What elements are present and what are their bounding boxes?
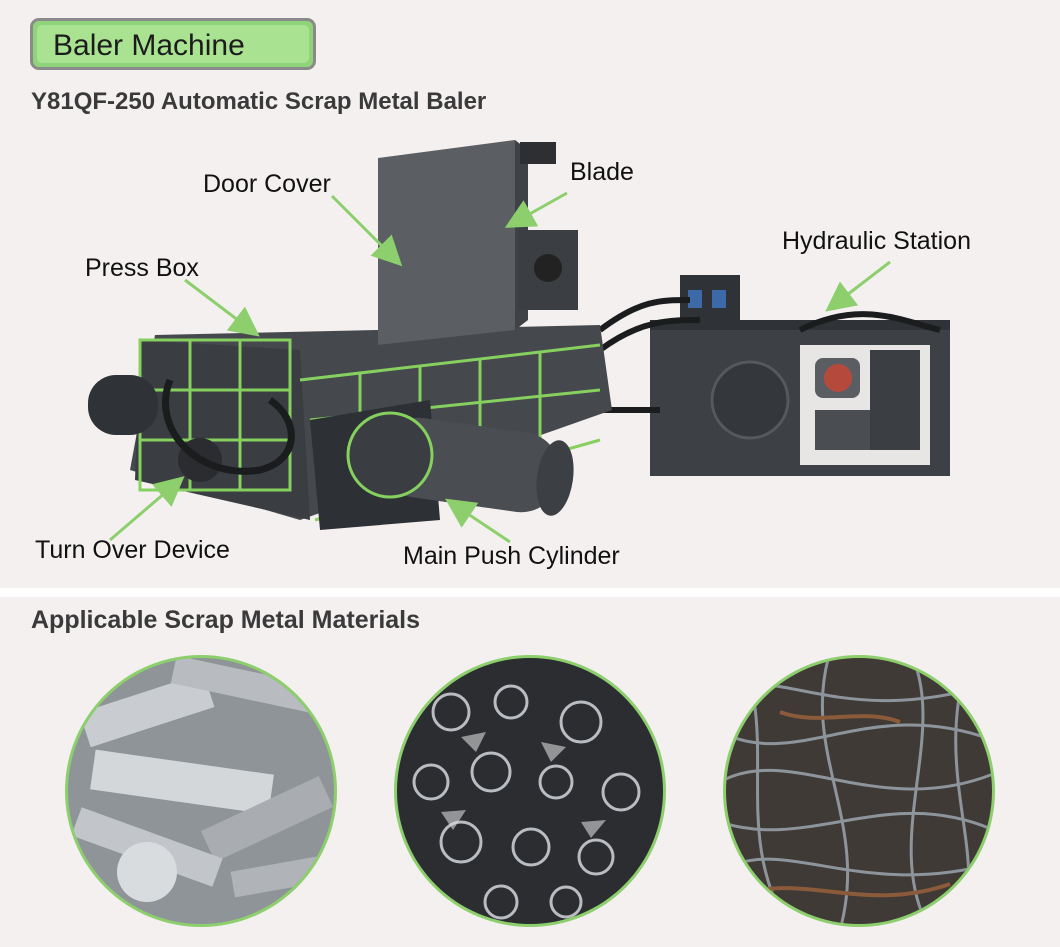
- door-cover-arrow: [330, 194, 403, 267]
- main-push-cylinder-label: Main Push Cylinder: [403, 542, 620, 570]
- title-badge: Baler Machine: [30, 18, 316, 70]
- page-subtitle: Y81QF-250 Automatic Scrap Metal Baler: [31, 88, 487, 115]
- turn-over-device-unit: [162, 378, 295, 482]
- baler-machine-image: [88, 140, 950, 544]
- blade-label: Blade: [570, 158, 634, 186]
- aluminum-profile-scrap-image: [65, 655, 337, 927]
- door-cover-plate: [378, 140, 578, 345]
- main-push-cylinder-unit: [310, 400, 574, 530]
- materials-title: Applicable Scrap Metal Materials: [31, 606, 421, 634]
- hydraulic-station-arrow: [825, 260, 891, 312]
- blade-arrow: [504, 191, 568, 228]
- hydraulic-station-label: Hydraulic Station: [782, 227, 971, 255]
- title-badge-label: Baler Machine: [53, 29, 245, 62]
- title-badge-fill: [37, 25, 309, 63]
- turn-over-device-label: Turn Over Device: [35, 536, 230, 564]
- turn-over-device-arrow: [109, 476, 185, 542]
- steel-wire-scrap-image: [723, 655, 995, 927]
- door-cover-label: Door Cover: [203, 170, 331, 198]
- press-box-arrow: [184, 278, 260, 337]
- stamped-steel-scrap-image: [394, 655, 666, 927]
- hydraulic-station-unit: [598, 275, 950, 476]
- main-push-cylinder-arrow: [445, 498, 511, 544]
- press-box-label: Press Box: [85, 254, 199, 282]
